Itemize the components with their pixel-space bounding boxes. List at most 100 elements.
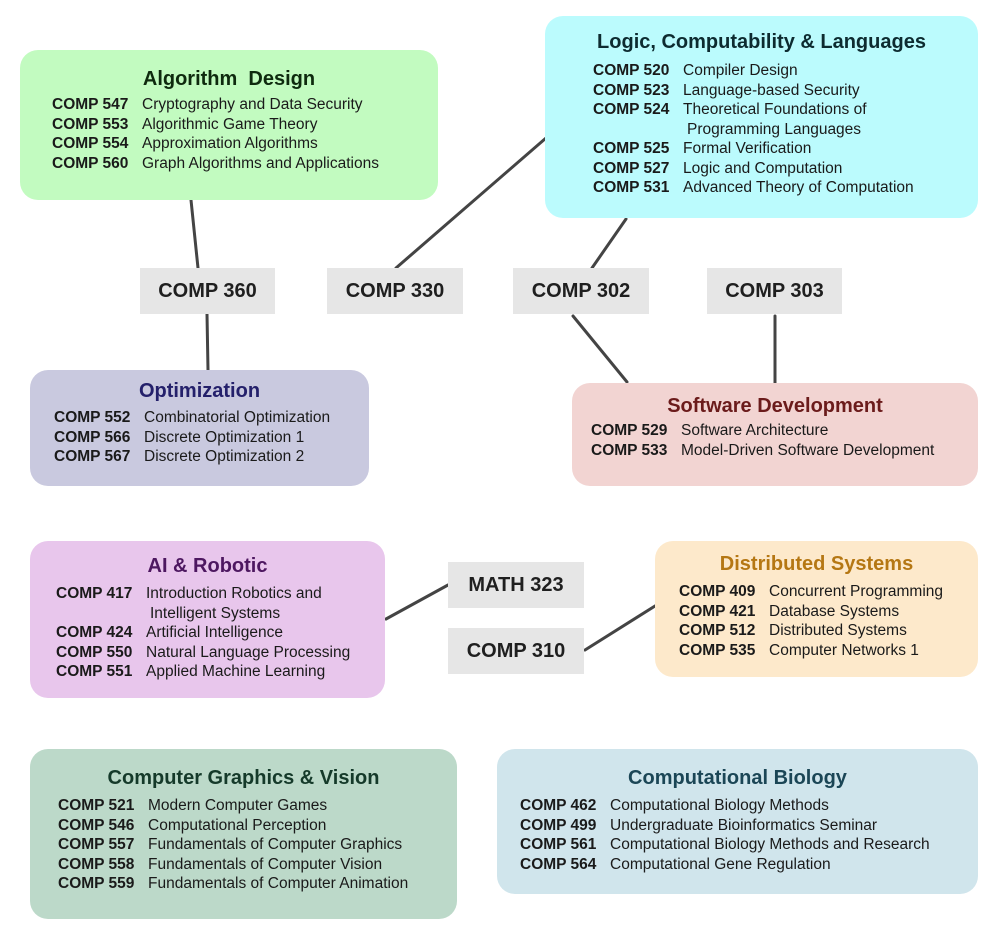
course-code: COMP 524: [593, 101, 670, 118]
course-name: Artificial Intelligence: [146, 624, 283, 641]
course-name: Graph Algorithms and Applications: [142, 154, 379, 172]
prereq-comp303: COMP 303: [707, 268, 842, 314]
course-code: COMP 554: [52, 135, 129, 152]
course-code: COMP 499: [520, 816, 597, 834]
group-title: Computer Graphics & Vision: [107, 767, 380, 789]
course-code: COMP 520: [593, 62, 670, 79]
prereq-comp330: COMP 330: [327, 268, 463, 314]
course-list: COMP 462 Computational Biology Methods CO…: [520, 796, 930, 874]
course-row: COMP 547 Cryptography and Data Security: [52, 95, 379, 115]
course-code: COMP 557: [58, 836, 135, 853]
prereq-comp310: COMP 310: [448, 628, 584, 674]
course-code: COMP 561: [520, 836, 597, 853]
course-code: COMP 552: [54, 409, 131, 426]
course-name: Modern Computer Games: [148, 797, 328, 814]
course-code: COMP 564: [520, 855, 597, 873]
group-algorithm-design: Algorithm Design COMP 547 Cryptography an…: [20, 50, 438, 200]
link-logic-comp302: [590, 217, 628, 270]
prereq-comp360: COMP 360: [140, 268, 275, 314]
course-row: COMP 520 Compiler Design: [593, 61, 914, 81]
course-name: Algorithmic Game Theory: [142, 115, 318, 133]
course-row: COMP 567 Discrete Optimization 2: [54, 447, 330, 467]
course-code: COMP 527: [593, 159, 670, 177]
course-code: COMP 558: [58, 855, 135, 873]
course-name: Fundamentals of Computer Vision: [148, 855, 383, 873]
course-row: COMP 557 Fundamentals of Computer Graphic…: [58, 835, 408, 855]
course-name: Computational Biology Methods: [610, 797, 829, 814]
course-code: COMP 547: [52, 96, 129, 113]
course-code: COMP 424: [56, 624, 133, 641]
course-name: Model-Driven Software Development: [681, 441, 935, 459]
course-row: COMP 553 Algorithmic Game Theory: [52, 115, 379, 135]
group-title: Algorithm Design: [142, 68, 316, 90]
prereq-comp302: COMP 302: [513, 268, 649, 314]
course-code: COMP 551: [56, 663, 133, 680]
link-algorithm-comp360: [189, 198, 200, 270]
course-code: COMP 531: [593, 179, 670, 196]
course-name: Distributed Systems: [769, 622, 907, 639]
course-name: Discrete Optimization 2: [144, 448, 305, 465]
course-code: COMP 560: [52, 154, 129, 172]
course-code: COMP 567: [54, 448, 131, 465]
course-code: COMP 553: [52, 115, 129, 133]
course-name: Computer Networks 1: [769, 641, 919, 659]
group-title: Software Development: [667, 395, 883, 417]
link-comp360-optimization: [205, 312, 210, 372]
course-code: COMP 409: [679, 583, 756, 600]
link-logic-comp330: [394, 136, 548, 270]
course-row: COMP 462 Computational Biology Methods: [520, 796, 930, 816]
group-title: Distributed Systems: [719, 553, 914, 575]
course-name: Computational Perception: [148, 816, 327, 834]
course-row: COMP 499 Undergraduate Bioinformatics Sem…: [520, 816, 930, 836]
link-comp302-software: [571, 314, 629, 384]
course-row: COMP 531 Advanced Theory of Computation: [593, 178, 914, 198]
course-row: COMP 424 Artificial Intelligence: [56, 623, 350, 643]
group-title: Logic, Computability & Languages: [597, 31, 926, 53]
course-code: COMP 550: [56, 643, 133, 661]
course-code: COMP 512: [679, 622, 756, 639]
course-name: Undergraduate Bioinformatics Seminar: [610, 816, 878, 834]
course-name: Fundamentals of Computer Animation: [148, 875, 409, 892]
course-row: COMP 512 Distributed Systems: [679, 621, 943, 641]
course-name: Cryptography and Data Security: [142, 96, 363, 113]
course-name: Compiler Design: [683, 62, 798, 79]
course-row: COMP 421 Database Systems: [679, 602, 943, 622]
group-logic-computability-languages: Logic, Computability & Languages COMP 52…: [545, 16, 978, 218]
course-name: Advanced Theory of Computation: [683, 179, 914, 196]
group-title: Computational Biology: [628, 767, 847, 789]
course-name: Fundamentals of Computer Graphics: [148, 836, 403, 853]
course-name: Approximation Algorithms: [142, 135, 318, 152]
course-name: Database Systems: [769, 602, 900, 620]
course-name: Discrete Optimization 1: [144, 428, 305, 446]
course-code: COMP 462: [520, 797, 597, 814]
link-ai-math323: [384, 583, 450, 621]
course-name: Computational Gene Regulation: [610, 855, 831, 873]
course-code: COMP 421: [679, 602, 756, 620]
